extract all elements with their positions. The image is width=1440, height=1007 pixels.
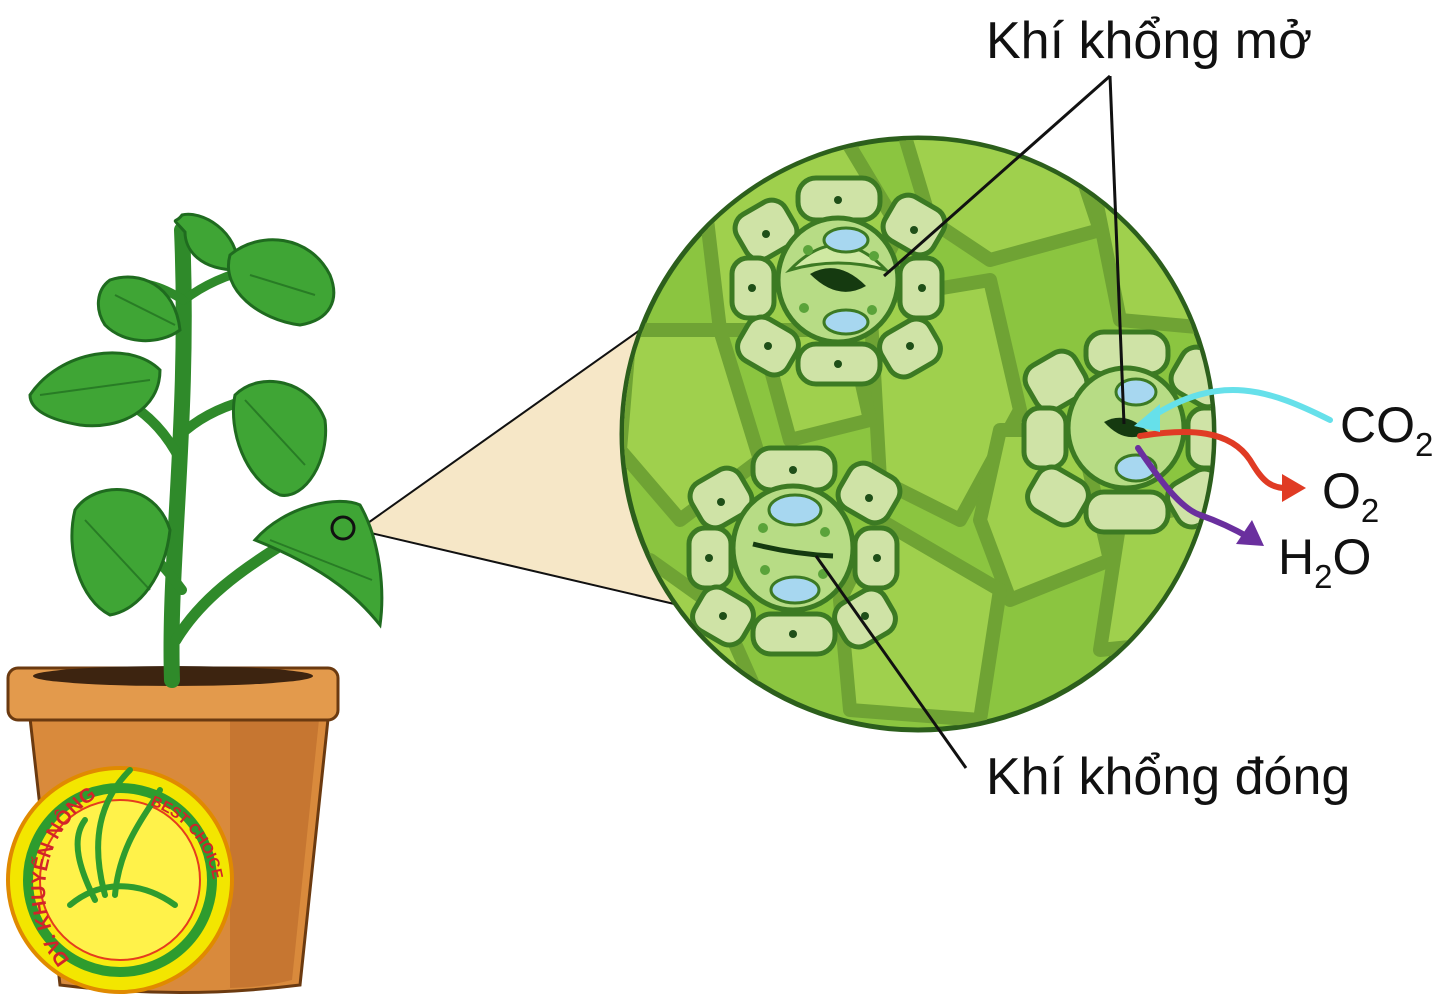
- label-co2: CO2: [1340, 397, 1433, 463]
- magnify-callout: [358, 330, 700, 610]
- stoma-closed: [686, 445, 903, 657]
- leaf-emblem-icon: DV. KHUYẾN NÔNG BEST CHOICE: [6, 766, 234, 994]
- label-stoma-closed: Khí khổng đóng: [986, 748, 1350, 806]
- gas-arrows: [1135, 387, 1333, 541]
- stoma-open-1: [729, 175, 948, 387]
- co2-arrowhead: [1134, 404, 1160, 432]
- leader-lines: [814, 74, 1126, 769]
- label-stoma-open: Khí khổng mở: [986, 12, 1312, 70]
- magnified-leaf-tissue: [619, 135, 1217, 733]
- leaf-sample-point: [330, 515, 356, 541]
- h2o-arrowhead: [1236, 520, 1264, 546]
- label-h2o: H2O: [1278, 529, 1371, 595]
- stoma-open-2: [1021, 329, 1212, 535]
- o2-arrowhead: [1282, 474, 1306, 502]
- label-o2: O2: [1322, 463, 1379, 529]
